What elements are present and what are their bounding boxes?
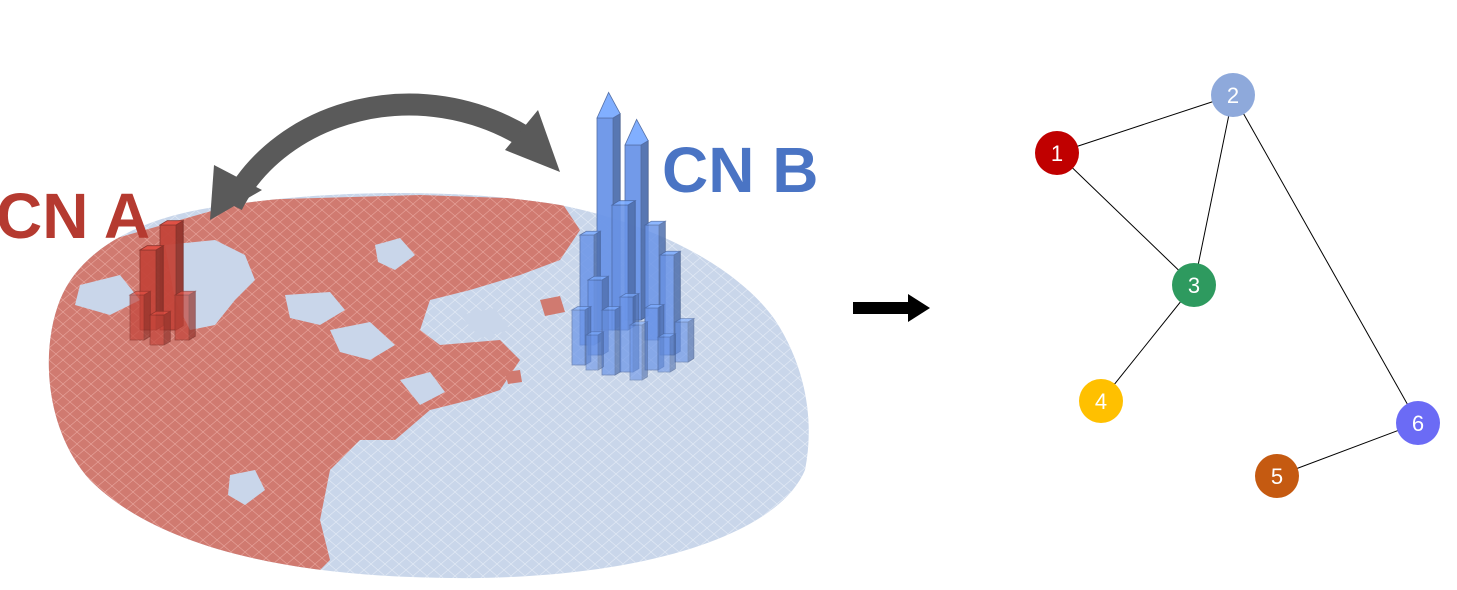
bar [656, 333, 677, 373]
edge-1-3 [1056, 152, 1195, 286]
node-4: 4 [1079, 379, 1123, 423]
bar [673, 317, 696, 363]
node-3: 3 [1172, 263, 1216, 307]
graph-nodes: 1 2 3 4 5 6 [1035, 73, 1440, 498]
region-cn-a-patches [505, 296, 565, 384]
right-arrow-icon [853, 294, 930, 322]
cn-b-label: CN B [662, 134, 818, 206]
node-6-circle [1396, 401, 1440, 445]
node-1: 1 [1035, 131, 1079, 175]
node-5-circle [1255, 454, 1299, 498]
edge-3-4 [1100, 284, 1195, 402]
bar [600, 305, 623, 376]
bar [148, 310, 172, 346]
bar [628, 321, 649, 381]
node-5: 5 [1255, 454, 1299, 498]
cn-a-bar-cluster [128, 219, 197, 346]
node-6: 6 [1396, 401, 1440, 445]
edge-5-6 [1276, 422, 1419, 477]
node-2: 2 [1211, 73, 1255, 117]
node-3-circle [1172, 263, 1216, 307]
cn-b-bar-cluster [570, 91, 696, 381]
node-6-label: 6 [1412, 411, 1424, 436]
bar [584, 331, 605, 371]
neighborhood-graph: 1 2 3 4 5 6 [1035, 73, 1440, 498]
graph-edges [1056, 94, 1419, 477]
node-4-circle [1079, 379, 1123, 423]
edge-2-6 [1232, 94, 1419, 424]
edge-2-3 [1193, 94, 1234, 286]
node-5-label: 5 [1271, 464, 1283, 489]
cn-a-label: CN A [0, 180, 150, 252]
node-1-circle [1035, 131, 1079, 175]
node-3-label: 3 [1188, 273, 1200, 298]
node-2-label: 2 [1227, 83, 1239, 108]
swap-arrow [210, 93, 560, 220]
node-4-label: 4 [1095, 389, 1107, 414]
node-1-label: 1 [1051, 141, 1063, 166]
node-2-circle [1211, 73, 1255, 117]
bar [173, 290, 197, 341]
bar [128, 290, 152, 341]
edge-1-2 [1056, 94, 1234, 154]
